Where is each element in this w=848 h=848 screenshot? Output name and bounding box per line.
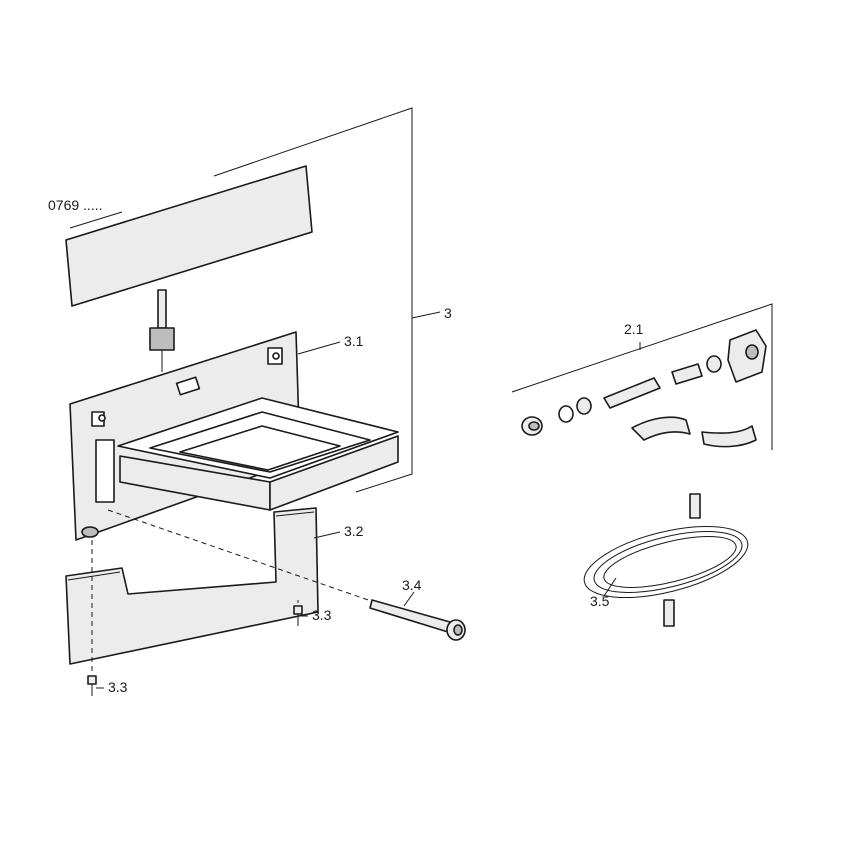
label-part-3-2: 3.2	[344, 523, 364, 539]
part-2-1-fitting-kit	[511, 303, 773, 450]
part-0769-cover-bar	[65, 165, 313, 307]
label-part-3-3-lower: 3.3	[108, 679, 128, 695]
part-3-2-lower-cover	[65, 507, 319, 665]
part-3-4-bolt	[369, 599, 466, 641]
leader-lines	[96, 341, 415, 689]
alignment-line-diagonal	[107, 509, 375, 603]
part-3-3-screw-upper	[293, 605, 303, 626]
label-part-3-4: 3.4	[402, 577, 422, 593]
sensor-probe	[149, 289, 175, 372]
label-part-2-1: 2.1	[624, 321, 644, 337]
label-part-3-5: 3.5	[590, 593, 610, 609]
sliding-tray	[117, 397, 399, 511]
label-part-3: 3	[444, 305, 452, 321]
label-part-3-3-upper: 3.3	[312, 607, 332, 623]
part-3-3-screw-lower	[87, 675, 97, 696]
label-part-0769: 0769 .....	[48, 197, 102, 213]
label-part-3-1: 3.1	[344, 333, 364, 349]
assembly-3-frame	[213, 107, 441, 493]
part-3-5-cable	[583, 493, 749, 627]
